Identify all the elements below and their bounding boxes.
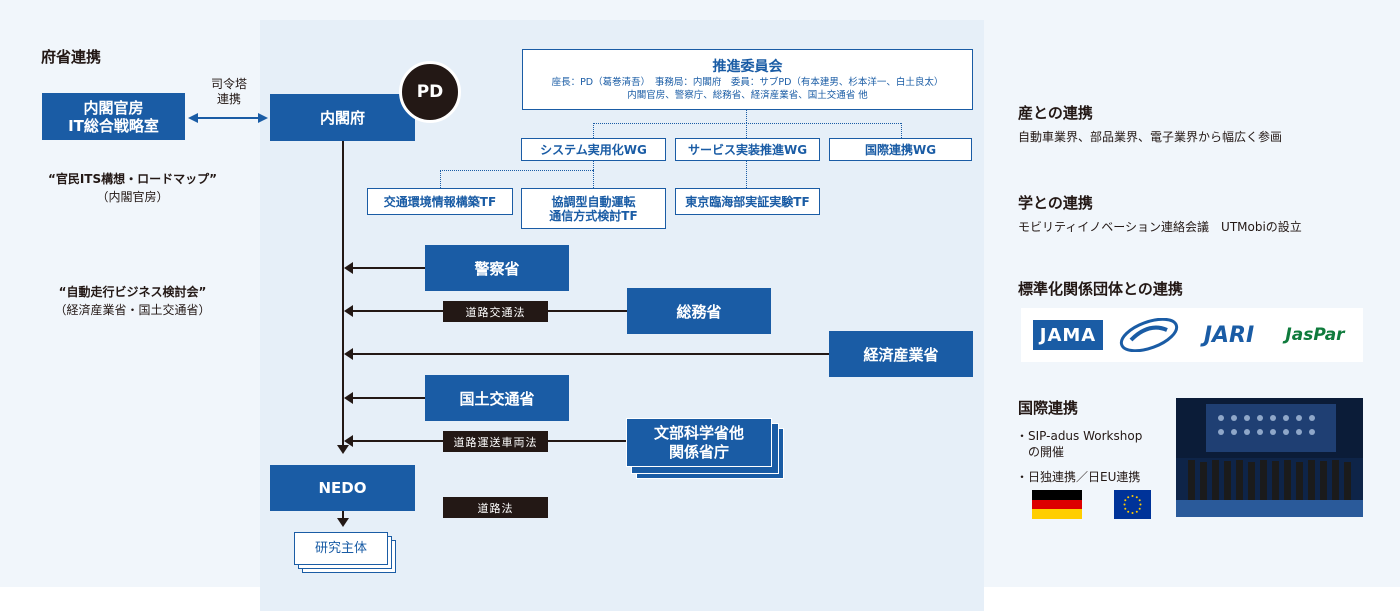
arrow-down-icon <box>337 518 349 527</box>
academia-title: 学との連携 <box>1018 194 1093 212</box>
workshop-photo-image <box>1176 398 1363 517</box>
research-body-box: 研究主体 <box>294 532 388 565</box>
standards-title: 標準化関係団体との連携 <box>1018 280 1183 298</box>
nedo-box: NEDO <box>270 465 415 511</box>
command-link-label-1: 司令塔 <box>210 77 247 91</box>
jaspar-logo: JasPar <box>1285 325 1345 345</box>
connector <box>593 123 901 124</box>
international-bullet-2: ・日独連携／日EU連携 <box>1016 470 1141 484</box>
main-vertical-line <box>342 141 344 446</box>
command-link-label: 司令塔 連携 <box>204 77 254 107</box>
international-bullet-1: ・SIP-adus Workshop の開催 <box>1016 429 1143 459</box>
connector <box>746 161 747 188</box>
arrow-down-icon <box>337 445 349 454</box>
police-arrow-line <box>352 267 425 269</box>
standards-logo-strip: JAMA JARI JasPar <box>1021 308 1363 362</box>
arrow-left-icon <box>344 435 353 447</box>
germany-flag-icon <box>1032 490 1082 519</box>
connector <box>746 123 747 138</box>
international-title: 国際連携 <box>1018 399 1079 417</box>
police-box: 警察省 <box>425 245 569 291</box>
meti-box: 経済産業省 <box>829 331 973 377</box>
committee-line-2: 内閣官房、警察庁、総務省、経済産業省、国土交通省 他 <box>627 89 868 101</box>
connector <box>593 170 594 188</box>
double-arrow-icon <box>188 113 268 123</box>
connector <box>746 110 747 123</box>
jsae-logo <box>1117 317 1181 353</box>
industry-title: 産との連携 <box>1018 104 1093 122</box>
connector <box>901 123 902 138</box>
eu-stars-icon <box>1123 495 1142 514</box>
mic-box: 総務省 <box>627 288 771 334</box>
road-vehicle-law-label: 道路運送車両法 <box>443 431 548 452</box>
wg-service-box: サービス実装推進WG <box>675 138 820 161</box>
cabinet-secretariat-box: 内閣官房 IT総合戦略室 <box>42 93 185 140</box>
connector <box>593 161 594 170</box>
mlit-arrow-line <box>352 397 425 399</box>
tf-cooperative-driving-box: 協調型自動運転 通信方式検討TF <box>521 188 666 229</box>
jari-logo: JARI <box>1203 322 1255 348</box>
connector <box>593 123 594 138</box>
business-study-subtitle: （経済産業省・国土交通省） <box>54 303 211 317</box>
connector <box>440 170 441 188</box>
wg-system-box: システム実用化WG <box>521 138 666 161</box>
eu-flag-icon <box>1114 490 1151 519</box>
nedo-down-line <box>342 511 344 519</box>
mext-box: 文部科学省他 関係省庁 <box>626 418 772 467</box>
business-study-title: “自動走行ビジネス検討会” <box>58 285 207 299</box>
roadmap-title: “官民ITS構想・ロードマップ” <box>47 172 218 186</box>
industry-text: 自動車業界、部品業界、電子業界から幅広く参画 <box>1018 130 1283 144</box>
jama-logo: JAMA <box>1033 320 1103 350</box>
command-link-label-2: 連携 <box>216 92 241 106</box>
meti-arrow-line <box>352 353 829 355</box>
tf-tokyo-waterfront-box: 東京臨海部実証実験TF <box>675 188 820 215</box>
arrow-left-icon <box>344 348 353 360</box>
cabinet-office-box: 内閣府 <box>270 94 415 141</box>
connector <box>440 170 593 171</box>
jsae-logo-icon <box>1119 317 1179 353</box>
arrow-left-icon <box>344 262 353 274</box>
tf-traffic-info-box: 交通環境情報構築TF <box>367 188 513 215</box>
committee-line-1: 座長：PD（葛巻清吾） 事務局：内閣府 委員：サブPD（有本建男、杉本洋一、白土… <box>551 76 944 88</box>
arrow-left-icon <box>344 305 353 317</box>
arrow-left-icon <box>344 392 353 404</box>
academia-text: モビリティイノベーション連絡会議 UTMobiの設立 <box>1018 220 1302 234</box>
committee-title: 推進委員会 <box>712 58 783 75</box>
wg-international-box: 国際連携WG <box>829 138 972 161</box>
promotion-committee-box: 推進委員会 座長：PD（葛巻清吾） 事務局：内閣府 委員：サブPD（有本建男、杉… <box>522 49 973 110</box>
mlit-box: 国土交通省 <box>425 375 569 421</box>
pd-badge: PD <box>399 61 461 123</box>
workshop-photo <box>1176 398 1363 517</box>
road-law-label: 道路法 <box>443 497 548 518</box>
left-section-title: 府省連携 <box>41 48 102 66</box>
roadmap-subtitle: （内閣官房） <box>96 190 169 204</box>
road-traffic-law-label: 道路交通法 <box>443 301 548 322</box>
